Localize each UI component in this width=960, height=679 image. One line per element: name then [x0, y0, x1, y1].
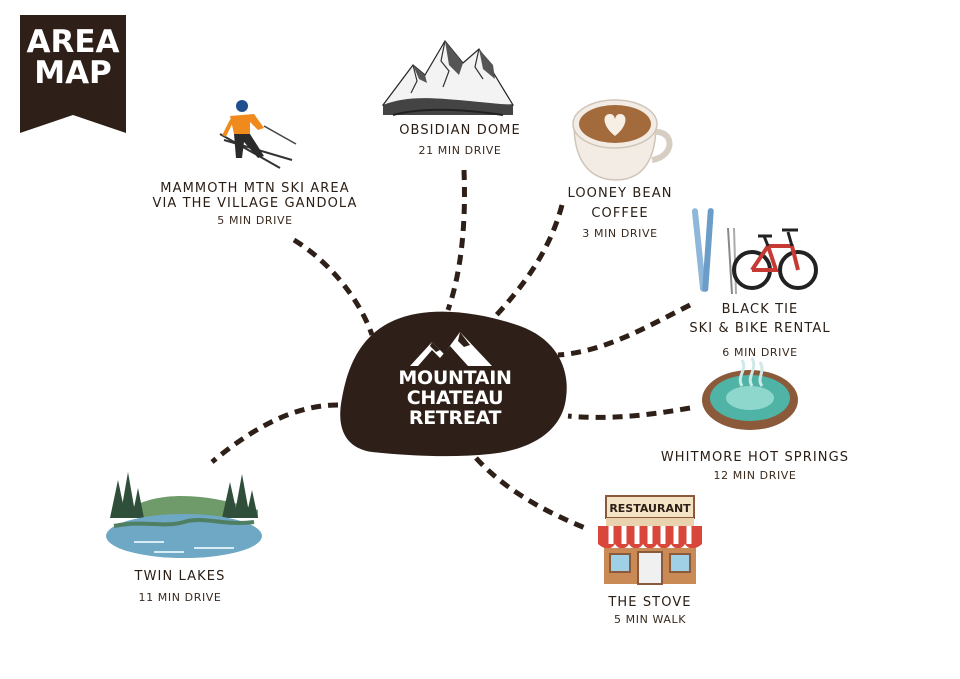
looney-name-line-2: COFFEE — [591, 205, 649, 221]
twinlakes-drive-time: 11 MIN DRIVE — [138, 590, 222, 604]
route-whitmore — [567, 405, 691, 420]
label-obsidian: OBSIDIAN DOME 21 MIN DRIVE — [380, 123, 540, 158]
label-twinlakes: TWIN LAKES 11 MIN DRIVE — [100, 569, 260, 605]
label-stove: THE STOVE 5 MIN WALK — [570, 595, 730, 627]
label-whitmore: WHITMORE HOT SPRINGS 12 MIN DRIVE — [640, 450, 870, 483]
route-looney — [488, 204, 565, 324]
blacktie-name-line-2: SKI & BIKE RENTAL — [689, 320, 831, 336]
restaurant-sign: RESTAURANT — [609, 502, 691, 515]
hub-line-3: RETREAT — [408, 407, 502, 429]
mammoth-drive-time: 5 MIN DRIVE — [217, 213, 293, 227]
route-obsidian — [445, 169, 467, 311]
hub-line-2: CHATEAU — [406, 387, 504, 409]
blacktie-drive-time: 6 MIN DRIVE — [722, 345, 798, 359]
route-stove — [474, 456, 591, 533]
whitmore-name: WHITMORE HOT SPRINGS — [660, 450, 850, 465]
banner-line-2: MAP — [34, 55, 112, 91]
route-twinlakes — [210, 402, 339, 464]
banner-line-1: AREA — [26, 24, 120, 60]
blacktie-name-line-1: BLACK TIE — [721, 302, 799, 317]
twinlakes-name: TWIN LAKES — [134, 569, 226, 584]
hub-title: MOUNTAIN CHATEAU RETREAT — [380, 368, 530, 428]
obsidian-drive-time: 21 MIN DRIVE — [418, 143, 502, 157]
label-looney: LOONEY BEAN COFFEE 3 MIN DRIVE — [540, 186, 700, 241]
route-blacktie — [557, 302, 692, 358]
obsidian-name: OBSIDIAN DOME — [399, 123, 521, 138]
label-blacktie: BLACK TIE SKI & BIKE RENTAL 6 MIN DRIVE — [660, 302, 860, 360]
stove-walk-time: 5 MIN WALK — [613, 612, 687, 626]
label-mammoth: MAMMOTH MTN SKI AREA VIA THE VILLAGE GAN… — [140, 181, 370, 228]
mammoth-name-line-1: MAMMOTH MTN SKI AREA — [160, 181, 350, 196]
area-map-banner: AREA MAP — [20, 15, 126, 133]
stove-name: THE STOVE — [608, 595, 692, 610]
looney-drive-time: 3 MIN DRIVE — [582, 226, 658, 240]
mammoth-name-line-2: VIA THE VILLAGE GANDOLA — [152, 195, 358, 211]
hub-mountain-icon — [410, 332, 492, 366]
hub-line-1: MOUNTAIN — [398, 367, 512, 389]
whitmore-drive-time: 12 MIN DRIVE — [713, 468, 797, 482]
looney-name-line-1: LOONEY BEAN — [567, 186, 673, 201]
